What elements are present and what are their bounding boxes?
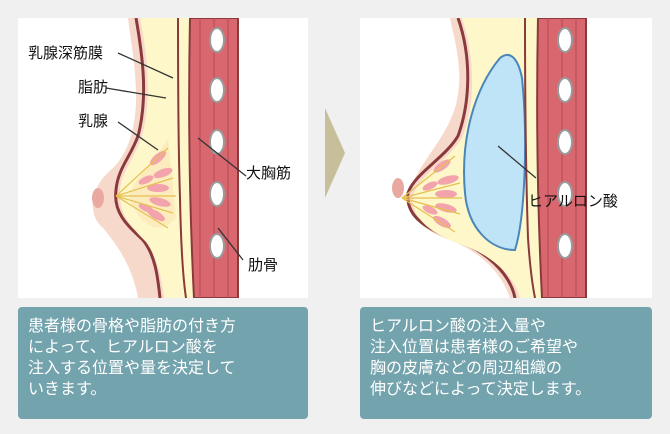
breast-anatomy-illustration bbox=[92, 18, 247, 298]
skin-outline bbox=[114, 18, 162, 298]
transition-arrow-icon bbox=[325, 108, 345, 198]
mammary-gland bbox=[115, 138, 176, 229]
label-pectoral-muscle: 大胸筋 bbox=[246, 164, 292, 182]
filler-injection-illustration bbox=[392, 18, 587, 298]
label-rib: 肋骨 bbox=[248, 256, 279, 274]
right-diagram-panel: ヒアルロン酸 bbox=[360, 18, 652, 298]
nipple bbox=[392, 178, 404, 198]
deep-fascia-line bbox=[524, 18, 536, 298]
ribs bbox=[557, 27, 573, 259]
label-mammary-gland: 乳腺 bbox=[78, 112, 109, 130]
left-caption-box: 患者様の骨格や脂肪の付き方 によって、ヒアルロン酸を 注入する位置や量を決定して… bbox=[18, 307, 308, 419]
label-deep-fascia: 乳腺深筋膜 bbox=[28, 44, 104, 62]
deep-fascia-line bbox=[177, 18, 187, 298]
left-caption-text: 患者様の骨格や脂肪の付き方 によって、ヒアルロン酸を 注入する位置や量を決定して… bbox=[28, 316, 237, 398]
right-caption-text: ヒアルロン酸の注入量や 注入位置は患者様のご希望や 胸の皮膚などの周辺組織の 伸… bbox=[370, 316, 592, 398]
left-diagram-panel: 乳腺深筋膜 脂肪 乳腺 大胸筋 肋骨 bbox=[18, 18, 308, 298]
mammary-gland bbox=[401, 155, 462, 233]
label-fat: 脂肪 bbox=[78, 78, 109, 96]
nipple bbox=[92, 188, 104, 208]
hyaluronic-filler bbox=[463, 53, 527, 252]
label-hyaluronic-acid: ヒアルロン酸 bbox=[528, 192, 618, 210]
right-caption-box: ヒアルロン酸の注入量や 注入位置は患者様のご希望や 胸の皮膚などの周辺組織の 伸… bbox=[360, 307, 652, 419]
ribs bbox=[209, 27, 225, 259]
